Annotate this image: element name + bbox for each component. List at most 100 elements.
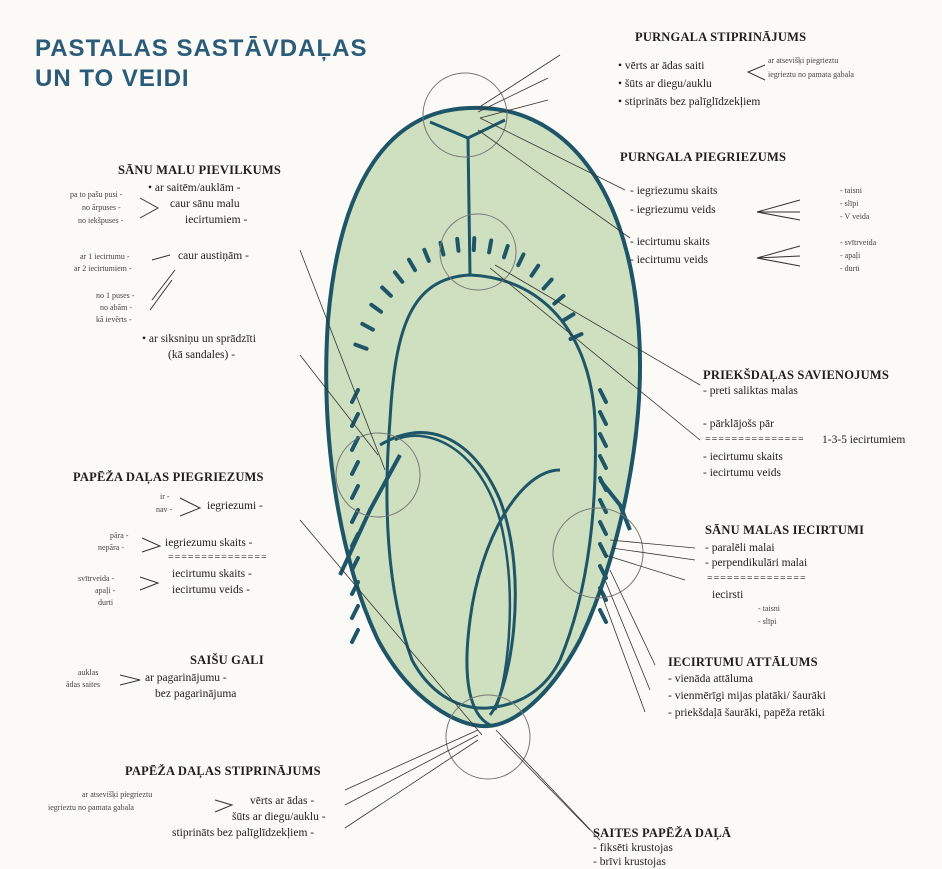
circle-lace-left bbox=[335, 432, 421, 518]
vamp-opening bbox=[385, 273, 597, 710]
lace-loop-right bbox=[465, 468, 561, 727]
papeza-piegriezums-separator: =============== bbox=[168, 552, 268, 563]
slit-mark bbox=[598, 476, 608, 492]
purngala-iegriezumu-sub: - V veida bbox=[840, 212, 870, 221]
slit-mark bbox=[350, 460, 360, 476]
slit-mark bbox=[598, 410, 608, 426]
papeza-sub-para: pāra - bbox=[110, 531, 129, 540]
sanu-malu-sub: pa to pašu pusi - bbox=[70, 190, 123, 199]
slit-mark bbox=[568, 332, 584, 341]
papeza-sub-veids: svītrveida - bbox=[78, 574, 115, 583]
purngala-stiprinajums-sub: iegrieztu no pamata gabala bbox=[768, 70, 854, 79]
papeza-sub-ir: nav - bbox=[156, 505, 173, 514]
priekšdalas-item: - preti saliktas malas bbox=[703, 385, 798, 397]
sanu-malas-separator: =============== bbox=[707, 573, 807, 584]
papeza-stiprinajums-sub: iegrieztu no pamata gabala bbox=[48, 803, 134, 812]
slit-mark bbox=[392, 270, 405, 284]
papeza-sub-veids: durti bbox=[98, 598, 114, 607]
slit-mark bbox=[541, 277, 554, 291]
slit-mark bbox=[598, 388, 608, 404]
saisu-gali-sub: auklas bbox=[78, 668, 99, 677]
slit-mark bbox=[598, 542, 608, 558]
sanu-malu-sub: ar 2 iecirtumiem - bbox=[74, 264, 132, 273]
priekšdalas-item: - iecirtumu skaits bbox=[703, 451, 783, 463]
saisu-gali-item: bez pagarinājuma bbox=[155, 688, 237, 700]
priekšdalas-item: - pārklājošs pār bbox=[703, 418, 774, 430]
shoe-outline bbox=[324, 105, 642, 729]
slit-mark bbox=[598, 520, 608, 536]
sanu-malas-item: iecirsti bbox=[712, 589, 744, 601]
purngala-piegriezums-item: - iecirtumu skaits bbox=[630, 236, 710, 248]
slit-mark bbox=[598, 608, 608, 624]
slit-mark bbox=[380, 285, 393, 298]
papeza-stiprinajums-item: šūts ar diegu/auklu - bbox=[232, 811, 326, 823]
slit-mark bbox=[598, 432, 608, 448]
slit-mark bbox=[350, 484, 360, 500]
papeza-sub-ir: ir - bbox=[160, 492, 170, 501]
priekšdalas-item: - iecirtumu veids bbox=[703, 467, 781, 479]
slit-mark bbox=[350, 580, 360, 596]
circle-side-right bbox=[552, 507, 644, 599]
saites-papeza-item: - fiksēti krustojas bbox=[593, 842, 673, 854]
iecirtumu-attalums-item: - priekšdaļā šaurāki, papēža retāki bbox=[668, 707, 825, 719]
slit-mark bbox=[598, 586, 608, 602]
slit-marks bbox=[350, 236, 608, 644]
slit-mark bbox=[487, 238, 494, 255]
purngala-stiprinajums-item: • šūts ar diegu/auklu bbox=[618, 78, 712, 90]
slit-mark bbox=[502, 243, 510, 260]
sanu-malu-item: caur austiņām - bbox=[178, 250, 249, 262]
slit-mark bbox=[350, 628, 360, 644]
sanu-malu-item: caur sānu malu bbox=[170, 198, 240, 210]
sanu-malu-sub: kā ievērts - bbox=[96, 315, 132, 324]
slit-mark bbox=[455, 236, 461, 253]
sanu-malas-sub: - slīpi bbox=[758, 617, 777, 626]
saites-papeza-heading: SAITES PAPĒŽA DAĻĀ bbox=[593, 826, 732, 840]
saisu-gali-sub: ādas saites bbox=[66, 680, 100, 689]
poster-title-line1: PASTALAS SASTĀVDAĻAS bbox=[35, 35, 368, 62]
slit-mark bbox=[598, 564, 608, 580]
sanu-malu-item: iecirtumiem - bbox=[185, 214, 248, 226]
iecirtumu-attalums-item: - vienāda attāluma bbox=[668, 673, 753, 685]
saites-papeza-item: - brīvi krustojas bbox=[593, 856, 666, 868]
saisu-gali-item: ar pagarinājumu - bbox=[145, 672, 227, 684]
slit-mark bbox=[350, 532, 360, 548]
sanu-malu-sub: no ārpuses - bbox=[82, 203, 121, 212]
purngala-stiprinajums-heading: PURNGALA STIPRINĀJUMS bbox=[635, 30, 807, 44]
slit-mark bbox=[360, 321, 375, 332]
lace-loop-left bbox=[379, 431, 517, 716]
purngala-iecirtumu-sub: - durti bbox=[840, 264, 860, 273]
sanu-malu-item: (kā sandales) - bbox=[168, 349, 236, 361]
slit-mark bbox=[598, 498, 608, 514]
papeza-stiprinajums-item: stiprināts bez palīglīdzekļiem - bbox=[172, 827, 315, 839]
sanu-malas-item: - paralēli malai bbox=[705, 542, 775, 554]
poster-title-line2: UN TO VEIDI bbox=[35, 65, 190, 92]
papeza-stiprinajums-item: vērts ar ādas - bbox=[250, 795, 315, 807]
purngala-iecirtumu-sub: - svītrveida bbox=[840, 238, 877, 247]
sanu-malu-sub: ar 1 iecirtumu - bbox=[80, 252, 130, 261]
sanu-malu-pievilkums-heading: SĀNU MALU PIEVILKUMS bbox=[118, 163, 282, 177]
sanu-malu-sub: no iekšpuses - bbox=[78, 216, 124, 225]
toe-seam bbox=[429, 118, 506, 276]
papeza-sub-para: nepāra - bbox=[98, 543, 124, 552]
sanu-malu-sub: no abām - bbox=[100, 303, 132, 312]
lace-loop-inner bbox=[394, 434, 512, 711]
slit-mark bbox=[350, 388, 360, 404]
purngala-stiprinajums-sub: ar atsevišķi piegrieztu bbox=[768, 56, 839, 65]
slit-mark bbox=[350, 508, 360, 524]
slit-mark bbox=[350, 412, 360, 428]
purngala-stiprinajums-item: • vērts ar ādas saiti bbox=[618, 60, 705, 72]
circle-toe bbox=[422, 72, 508, 158]
slit-mark bbox=[552, 293, 566, 306]
purngala-piegriezums-heading: PURNGALA PIEGRIEZUMS bbox=[620, 150, 787, 164]
papeza-piegriezums-item: iegriezumi - bbox=[207, 500, 263, 512]
papeza-piegriezums-heading: PAPĒŽA DAĻAS PIEGRIEZUMS bbox=[73, 470, 264, 484]
papeza-piegriezums-item: iecirtumu skaits - bbox=[172, 568, 252, 580]
circle-heel bbox=[445, 694, 531, 780]
slit-mark bbox=[350, 604, 360, 620]
sanu-malas-item: - perpendikulāri malai bbox=[705, 557, 808, 569]
lace-end-left bbox=[338, 454, 402, 576]
slit-mark bbox=[353, 342, 369, 351]
sanu-malu-item: • ar saitēm/auklām - bbox=[148, 182, 241, 194]
